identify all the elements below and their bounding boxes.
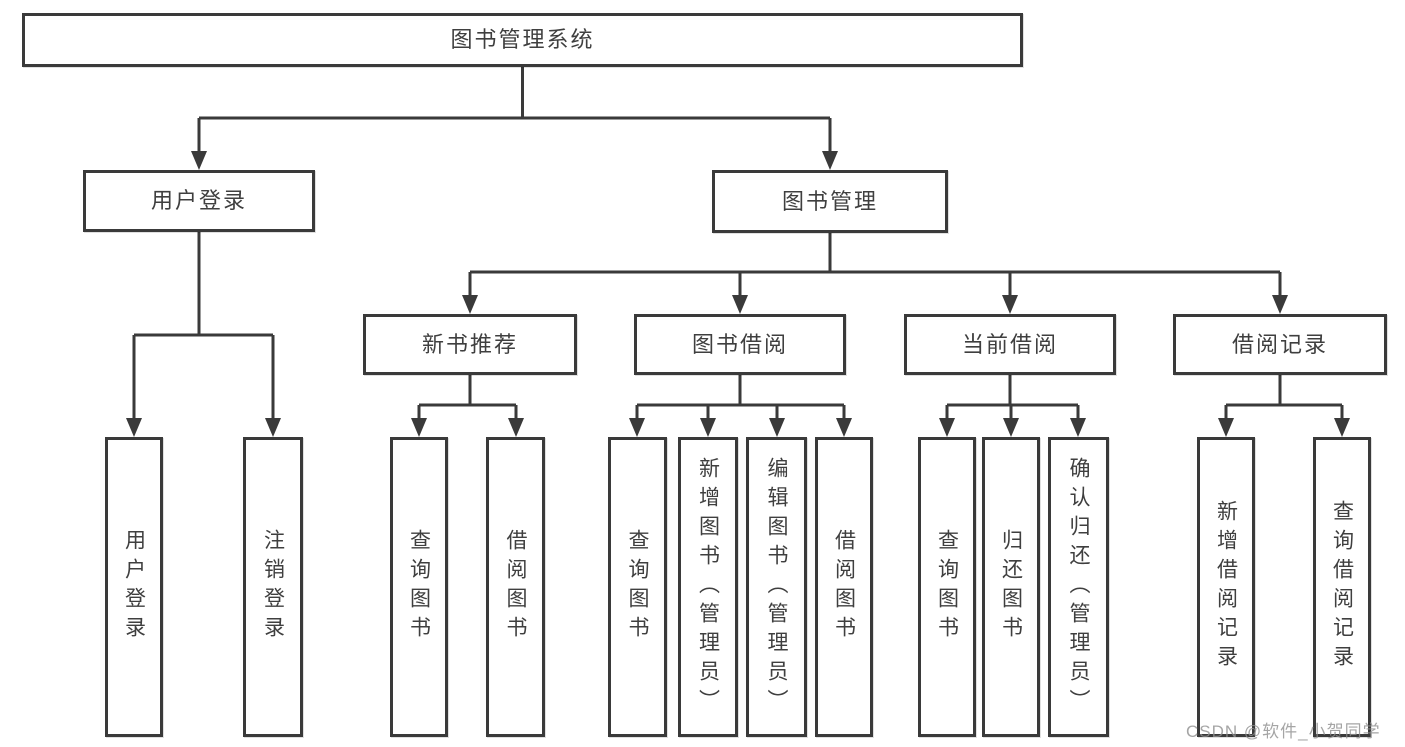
arrowhead: [1003, 418, 1019, 437]
arrowhead: [822, 151, 838, 170]
arrowhead: [700, 418, 716, 437]
arrowhead: [1218, 418, 1234, 437]
node-user-login-label: 用户登录: [150, 188, 247, 213]
node-new-book-recommend: 新书推荐: [363, 314, 577, 375]
edge-book-management-to-level3: [468, 233, 1282, 297]
leaf-logout-label: 注销登录: [261, 529, 285, 645]
edge-current-borrowing-to-leaves: [945, 375, 1080, 420]
arrowhead: [769, 418, 785, 437]
leaf-borrowing-edit-books-admin: 编辑图书（管理员）: [746, 437, 807, 737]
arrowhead: [836, 418, 852, 437]
leaf-records-query-record-label: 查询借阅记录: [1330, 500, 1354, 674]
arrowhead: [265, 418, 281, 437]
leaf-borrowing-add-books-admin-label: 新增图书（管理员）: [696, 456, 720, 718]
leaf-user-login: 用户登录: [105, 437, 163, 737]
leaf-records-add-record: 新增借阅记录: [1197, 437, 1255, 737]
leaf-newbook-query-books-label: 查询图书: [407, 529, 431, 645]
node-user-login: 用户登录: [83, 170, 315, 232]
node-borrowing-records: 借阅记录: [1173, 314, 1387, 375]
edge-root-to-level2: [197, 67, 832, 153]
arrowhead: [462, 295, 478, 314]
leaf-borrowing-borrow-books-label: 借阅图书: [832, 529, 856, 645]
edge-borrowing-records-to-leaves: [1224, 375, 1344, 420]
leaf-current-return-books: 归还图书: [982, 437, 1040, 737]
csdn-watermark: CSDN @软件_小贺同学: [1186, 722, 1381, 741]
leaf-current-return-books-label: 归还图书: [999, 529, 1023, 645]
leaf-current-query-books: 查询图书: [918, 437, 976, 737]
leaf-borrowing-query-books-label: 查询图书: [626, 529, 649, 645]
node-root: 图书管理系统: [22, 13, 1023, 67]
arrowhead: [629, 418, 645, 437]
leaf-records-add-record-label: 新增借阅记录: [1214, 500, 1238, 674]
node-book-management: 图书管理: [712, 170, 948, 233]
arrowhead: [191, 151, 207, 170]
arrowhead: [508, 418, 524, 437]
node-new-book-recommend-label: 新书推荐: [421, 331, 518, 357]
leaf-newbook-borrow-books: 借阅图书: [486, 437, 545, 737]
node-current-borrowing: 当前借阅: [904, 314, 1116, 375]
leaf-borrowing-borrow-books: 借阅图书: [815, 437, 873, 737]
edge-book-borrowing-to-leaves: [635, 375, 846, 420]
leaf-borrowing-query-books: 查询图书: [608, 437, 667, 737]
node-book-borrowing: 图书借阅: [634, 314, 846, 375]
leaf-borrowing-edit-books-admin-label: 编辑图书（管理员）: [765, 456, 788, 718]
leaf-records-query-record: 查询借阅记录: [1313, 437, 1371, 737]
leaf-borrowing-add-books-admin: 新增图书（管理员）: [678, 437, 738, 737]
edge-user-login-to-leaves: [132, 232, 275, 420]
node-root-label: 图书管理系统: [450, 27, 595, 52]
arrowhead: [939, 418, 955, 437]
node-borrowing-records-label: 借阅记录: [1231, 331, 1328, 357]
arrowhead: [126, 418, 142, 437]
leaf-current-confirm-return-admin-label: 确认归还（管理员）: [1067, 456, 1090, 718]
edge-new-book-to-leaves: [417, 375, 518, 420]
arrowhead: [1002, 295, 1018, 314]
leaf-logout: 注销登录: [243, 437, 303, 737]
arrowhead: [411, 418, 427, 437]
node-current-borrowing-label: 当前借阅: [961, 331, 1058, 357]
leaf-current-confirm-return-admin: 确认归还（管理员）: [1048, 437, 1109, 737]
arrowhead: [1272, 295, 1288, 314]
leaf-current-query-books-label: 查询图书: [935, 529, 959, 645]
arrowhead: [1070, 418, 1086, 437]
node-book-management-label: 图书管理: [781, 188, 878, 214]
leaf-newbook-borrow-books-label: 借阅图书: [504, 529, 527, 645]
arrowhead: [732, 295, 748, 314]
leaf-newbook-query-books: 查询图书: [390, 437, 448, 737]
arrowhead: [1334, 418, 1350, 437]
node-book-borrowing-label: 图书借阅: [691, 331, 788, 357]
leaf-user-login-label: 用户登录: [122, 529, 146, 645]
